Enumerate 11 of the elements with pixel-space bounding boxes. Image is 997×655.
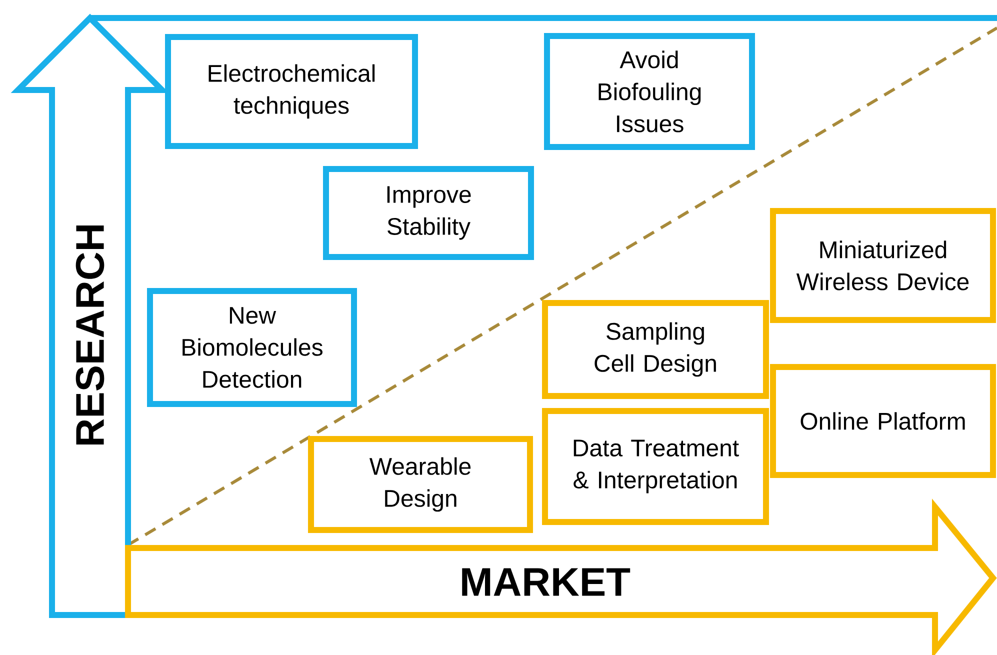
text-box: Improve Stability [323, 166, 534, 260]
text-box: New Biomolecules Detection [147, 288, 357, 407]
text-box: Avoid Biofouling Issues [544, 33, 755, 150]
text-box: Wearable Design [308, 436, 533, 533]
text-box: Data Treatment & Interpretation [542, 408, 769, 525]
text-box: Sampling Cell Design [542, 300, 769, 399]
text-box: Electrochemical techniques [165, 34, 418, 149]
axis-label: MARKET [462, 568, 630, 596]
text-box: Miniaturized Wireless Device [770, 208, 996, 323]
text-box: Online Platform [770, 364, 996, 478]
axis-label: RESEARCH [76, 225, 104, 445]
